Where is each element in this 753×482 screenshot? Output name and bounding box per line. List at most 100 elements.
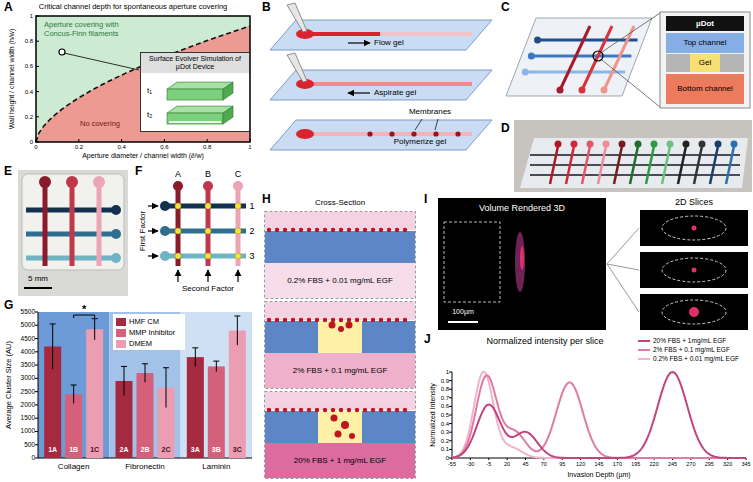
panel-title: 2D Slices bbox=[675, 197, 713, 207]
node-text: 0.2% FBS + 0.01 mg/mL EGF bbox=[287, 276, 393, 285]
axis-tick: 1000 bbox=[21, 428, 35, 435]
photo-ground bbox=[514, 120, 752, 192]
wall-block bbox=[720, 54, 744, 72]
axis-tick-mark bbox=[121, 139, 122, 142]
prism-top bbox=[167, 106, 233, 113]
membrane-dot bbox=[395, 408, 399, 412]
error-bar bbox=[124, 366, 125, 395]
cell-signal bbox=[692, 268, 697, 273]
wall-block bbox=[666, 54, 690, 72]
group-label: Fibronectin bbox=[125, 462, 165, 471]
legend-label: DMEM bbox=[129, 340, 152, 349]
membrane-dot bbox=[331, 228, 335, 232]
membrane-dot bbox=[275, 228, 279, 232]
axis-tick: -5 bbox=[486, 461, 491, 467]
membrane-dot bbox=[283, 228, 287, 232]
critical-curve bbox=[36, 26, 250, 142]
axis-tick: 500 bbox=[24, 441, 35, 448]
axis-tick: 1 bbox=[248, 144, 251, 151]
membrane-dot bbox=[307, 408, 311, 412]
column-channel bbox=[206, 186, 211, 266]
panel-letter: D bbox=[501, 122, 510, 136]
axis-title: Normalized Intensity bbox=[429, 383, 437, 446]
axis-tick: 0.1 bbox=[441, 446, 449, 453]
axis-tick: 0.3 bbox=[441, 429, 449, 436]
legend-swatch bbox=[116, 318, 126, 326]
error-cap bbox=[234, 315, 240, 316]
junction-dot bbox=[175, 253, 181, 259]
axis-tick-mark bbox=[207, 139, 208, 142]
bar bbox=[86, 329, 103, 458]
axis-tick: 1 bbox=[446, 369, 449, 376]
axis-tick: 0.6 bbox=[160, 144, 168, 151]
axis-tick: 0.7 bbox=[441, 394, 449, 401]
membrane-dot bbox=[291, 318, 295, 322]
axis-title: Average Cluster Size (AU) bbox=[5, 341, 14, 429]
axis-tick: 0.4 bbox=[117, 144, 125, 151]
gel-region bbox=[318, 321, 362, 353]
simulation-point bbox=[59, 49, 65, 55]
membrane-dot bbox=[291, 228, 295, 232]
node-text: 2% FBS + 0.1 mg/mL EGF bbox=[293, 366, 388, 375]
membrane-dot bbox=[307, 228, 311, 232]
column-channel bbox=[236, 186, 241, 266]
device-channel bbox=[70, 184, 75, 266]
membrane-dot bbox=[291, 408, 295, 412]
membrane-dot bbox=[395, 228, 399, 232]
inlet-port bbox=[571, 141, 578, 148]
membrane-dot bbox=[355, 318, 359, 322]
membrane-dot bbox=[299, 408, 303, 412]
inlet-port bbox=[111, 205, 121, 215]
cell-cluster bbox=[349, 433, 355, 439]
inset-frame bbox=[660, 12, 750, 108]
column-label: A bbox=[175, 169, 181, 179]
channel-wall bbox=[265, 411, 415, 443]
micrograph bbox=[438, 198, 606, 330]
photo-ground bbox=[18, 170, 128, 296]
legend-sample bbox=[116, 340, 126, 348]
axis-tick: 0 bbox=[34, 144, 37, 151]
axis-title: First Factor bbox=[138, 211, 147, 251]
axis-tick: 1500 bbox=[21, 414, 35, 421]
node-text: Top channel bbox=[683, 38, 726, 47]
cell-cluster bbox=[335, 431, 342, 438]
axis-tick: 4000 bbox=[21, 348, 35, 355]
legend-swatch bbox=[116, 340, 126, 348]
factor-arrow bbox=[177, 270, 178, 282]
inlet-port bbox=[731, 141, 738, 148]
top-channel bbox=[531, 55, 631, 58]
axis-tick-mark bbox=[449, 397, 452, 398]
filament bbox=[169, 121, 221, 123]
membrane-dot bbox=[355, 408, 359, 412]
node-text: 20% FBS + 1 mg/mL EGF bbox=[294, 456, 386, 465]
membrane-dot bbox=[371, 228, 375, 232]
axis-tick-mark bbox=[35, 365, 38, 366]
slice-image bbox=[640, 252, 748, 288]
axis-tick-mark bbox=[35, 325, 38, 326]
membrane-dot bbox=[387, 318, 391, 322]
membrane-dot bbox=[267, 228, 271, 232]
membrane-dot bbox=[299, 318, 303, 322]
factor-arrow bbox=[237, 270, 238, 282]
membrane-dot bbox=[275, 408, 279, 412]
axis-tick-mark bbox=[525, 458, 526, 460]
axis-tick: -55 bbox=[448, 461, 456, 467]
roi-box bbox=[444, 222, 500, 302]
device-channel bbox=[582, 146, 590, 184]
axis-line bbox=[38, 312, 39, 458]
axis-tick: 70 bbox=[541, 461, 547, 467]
node-text: Bottom channel bbox=[677, 84, 733, 93]
step-label: Polymerize gel bbox=[394, 137, 446, 146]
membrane-dot bbox=[307, 318, 311, 322]
slice-outline bbox=[662, 300, 726, 324]
membrane-dot bbox=[455, 131, 460, 136]
error-cap bbox=[192, 347, 198, 348]
axis-tick-mark bbox=[250, 139, 251, 142]
membrane-dot bbox=[267, 318, 271, 322]
axis-tick-mark bbox=[35, 391, 38, 392]
node-text: t₁ bbox=[147, 87, 152, 96]
axis-tick-mark bbox=[35, 338, 38, 339]
panel-letter: F bbox=[135, 165, 142, 179]
membrane-dot bbox=[389, 131, 394, 136]
section-frame bbox=[265, 302, 416, 389]
